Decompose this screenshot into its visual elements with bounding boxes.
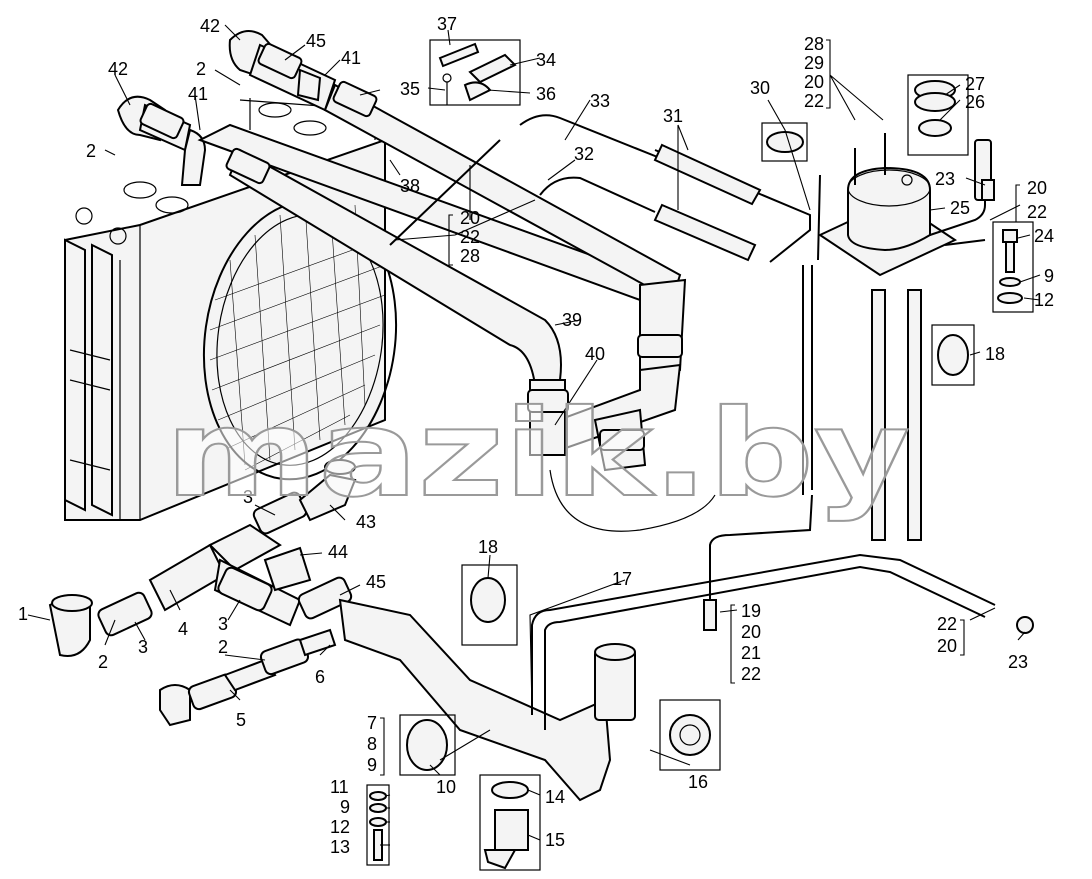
callout-22: 22	[1027, 202, 1047, 222]
callout-22: 22	[460, 227, 480, 247]
callout-8: 8	[367, 734, 377, 754]
callout-27: 27	[965, 74, 985, 94]
callout-35: 35	[400, 79, 420, 99]
callout-12: 12	[330, 817, 350, 837]
seal-30	[761, 122, 808, 162]
callout-18: 18	[478, 537, 498, 557]
callout-5: 5	[236, 710, 246, 730]
callout-22: 22	[937, 614, 957, 634]
callout-25: 25	[950, 198, 970, 218]
clamps-18	[461, 324, 975, 646]
callout-2: 2	[86, 141, 96, 161]
callout-13: 13	[330, 837, 350, 857]
callout-11: 11	[330, 777, 349, 797]
tap-14-15	[479, 774, 541, 871]
callout-16: 16	[688, 772, 708, 792]
callout-17: 17	[612, 569, 632, 589]
callout-20: 20	[460, 208, 480, 228]
callout-24: 24	[1034, 226, 1054, 246]
callout-14: 14	[545, 787, 565, 807]
callout-26: 26	[965, 92, 985, 112]
lower-hoses	[48, 459, 996, 802]
callout-31: 31	[663, 106, 683, 126]
callout-20: 20	[804, 72, 824, 92]
callout-15: 15	[545, 830, 565, 850]
callout-34: 34	[536, 50, 556, 70]
callout-45: 45	[306, 31, 326, 51]
seals-26-27	[907, 74, 969, 156]
radiator	[64, 98, 386, 521]
callout-10: 10	[436, 777, 456, 797]
small-parts-34-37	[429, 39, 521, 106]
callout-44: 44	[328, 542, 348, 562]
callout-18: 18	[985, 344, 1005, 364]
bracket-marks	[380, 39, 1020, 776]
callout-40: 40	[585, 344, 605, 364]
callout-41: 41	[341, 48, 361, 68]
callout-39: 39	[562, 310, 582, 330]
bolt-24-9-12	[992, 221, 1034, 313]
callout-28: 28	[460, 246, 480, 266]
callout-33: 33	[590, 91, 610, 111]
callout-43: 43	[356, 512, 376, 532]
callout-12: 12	[1034, 290, 1054, 310]
callout-21: 21	[741, 643, 761, 663]
callout-37: 37	[437, 14, 457, 34]
watermark: mazik.by	[165, 385, 910, 524]
upper-hoses	[116, 30, 716, 532]
callout-labels: 42 45 2 41 42 41 2 38 37 34 35 36 33 32 …	[18, 14, 1054, 857]
callout-7: 7	[367, 713, 377, 733]
callout-23: 23	[1008, 652, 1028, 672]
callout-36: 36	[536, 84, 556, 104]
callout-6: 6	[315, 667, 325, 687]
callout-42: 42	[108, 59, 128, 79]
leader-lines	[27, 24, 1041, 846]
callout-3: 3	[138, 637, 148, 657]
callout-2: 2	[196, 59, 206, 79]
callout-4: 4	[178, 619, 188, 639]
callout-22: 22	[804, 91, 824, 111]
callout-41: 41	[188, 84, 208, 104]
callout-9: 9	[340, 797, 350, 817]
vent-lines	[389, 114, 811, 263]
callout-30: 30	[750, 78, 770, 98]
callout-32: 32	[574, 144, 594, 164]
callout-3: 3	[243, 487, 253, 507]
callout-45: 45	[366, 572, 386, 592]
callout-2: 2	[98, 652, 108, 672]
callout-1: 1	[18, 604, 28, 624]
callout-42: 42	[200, 16, 220, 36]
callout-2: 2	[218, 637, 228, 657]
callout-20: 20	[1027, 178, 1047, 198]
callout-3: 3	[218, 614, 228, 634]
callout-9: 9	[367, 755, 377, 775]
callout-22: 22	[741, 664, 761, 684]
callout-20: 20	[937, 636, 957, 656]
callout-9: 9	[1044, 266, 1054, 286]
callout-23: 23	[935, 169, 955, 189]
callout-19: 19	[741, 601, 761, 621]
callout-29: 29	[804, 53, 824, 73]
callout-20: 20	[741, 622, 761, 642]
callout-28: 28	[804, 34, 824, 54]
callout-38: 38	[400, 176, 420, 196]
plug-16	[659, 699, 721, 771]
